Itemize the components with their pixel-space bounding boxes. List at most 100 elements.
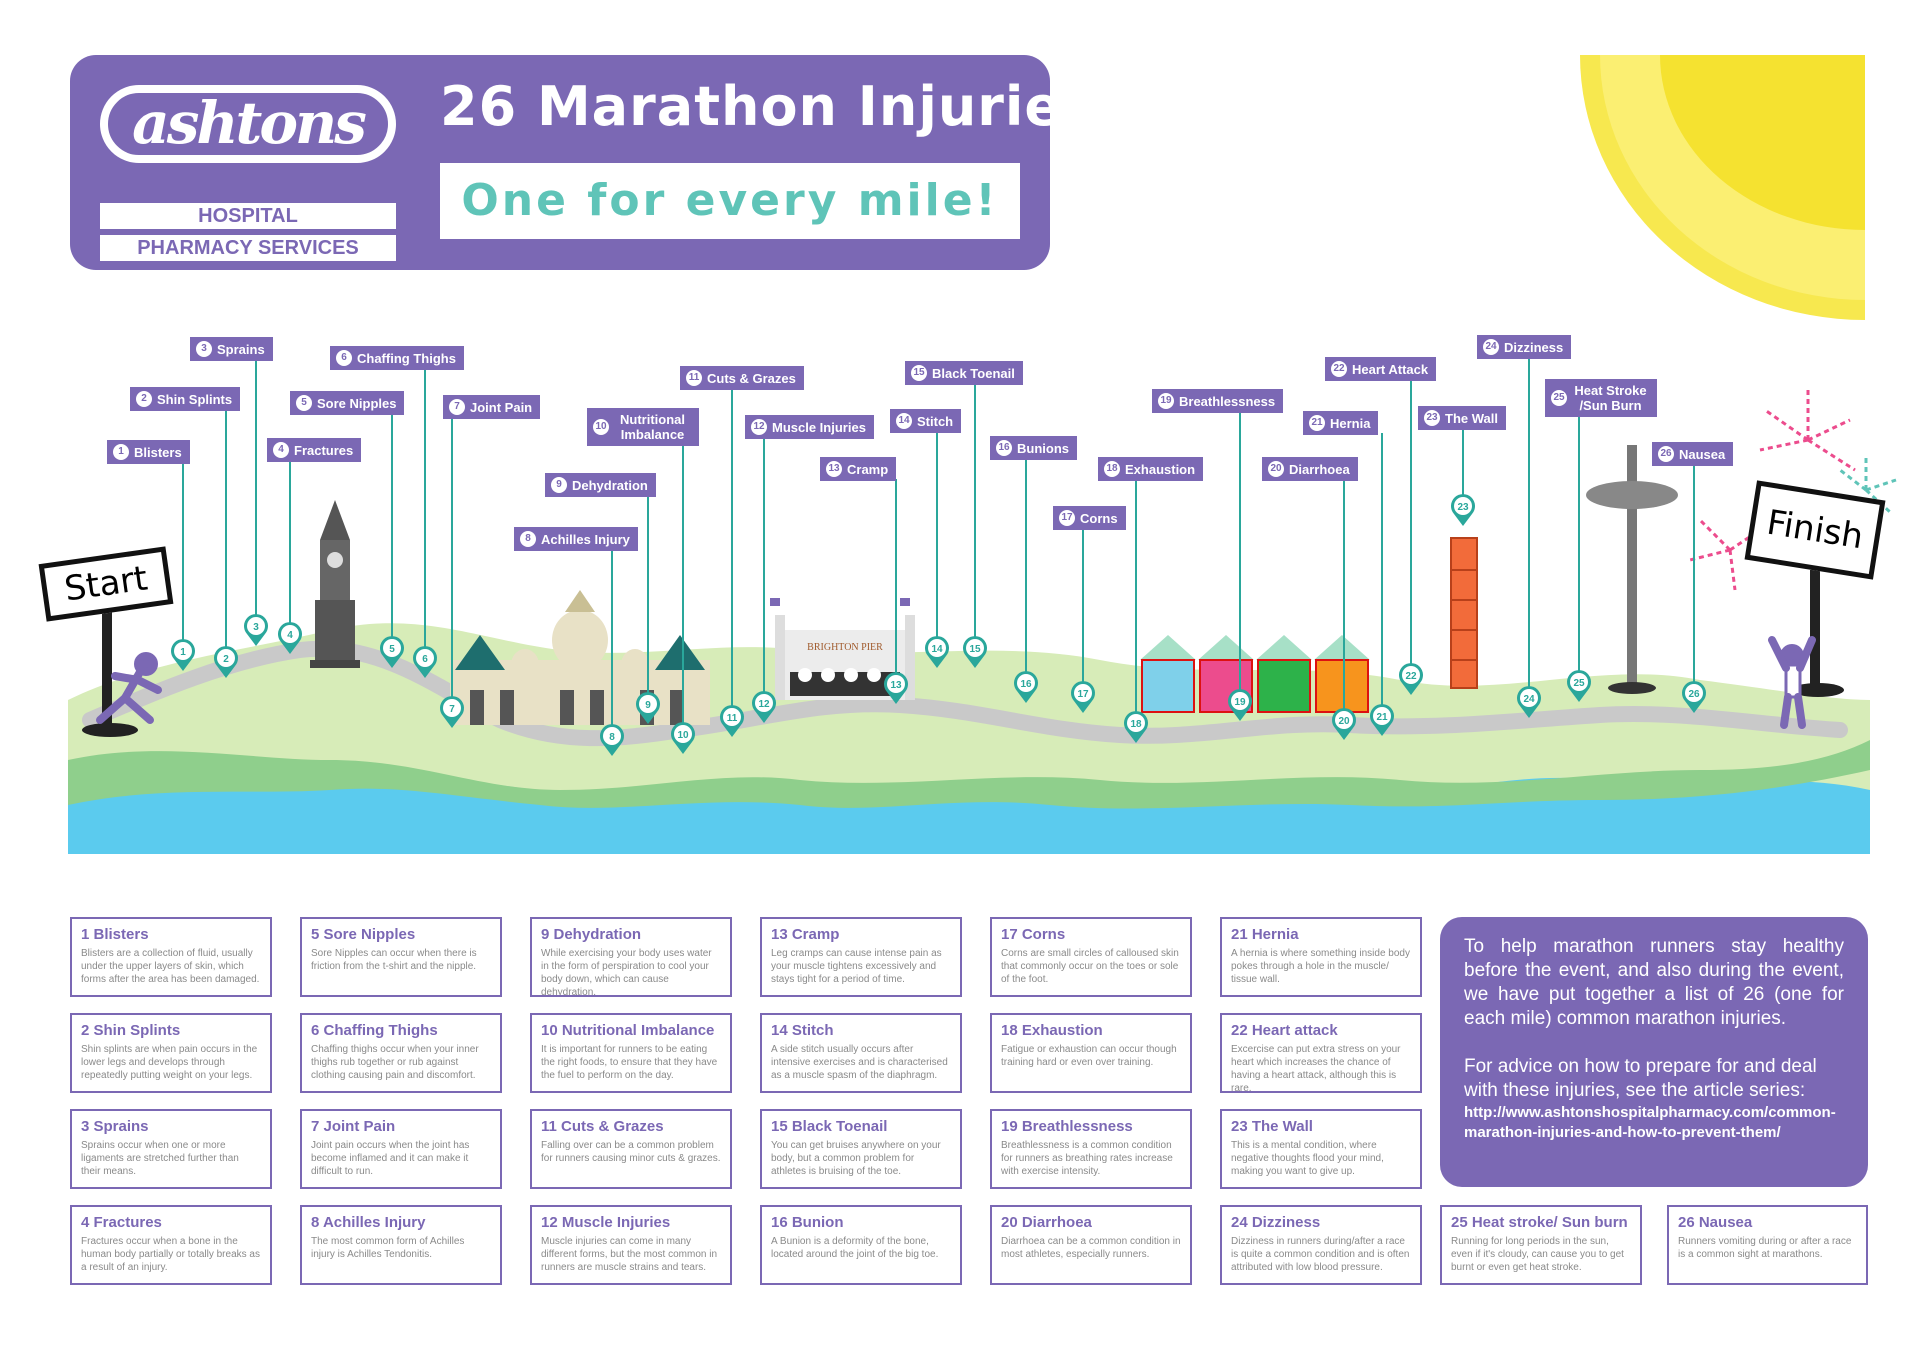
route-label-number: 18 xyxy=(1104,461,1120,477)
injury-card-title: 2 Shin Splints xyxy=(81,1022,181,1039)
mile-marker-11: 11 xyxy=(719,705,745,737)
route-label-text: Heart Attack xyxy=(1352,361,1429,377)
runner-start-icon xyxy=(96,652,162,724)
injury-card-description: Excercise can put extra stress on your h… xyxy=(1231,1044,1401,1093)
mile-marker-7: 7 xyxy=(439,696,464,728)
mile-marker-number: 15 xyxy=(969,644,981,655)
wall-tower-icon xyxy=(1450,537,1478,689)
route-label-number: 12 xyxy=(751,419,767,435)
mile-marker-1: 1 xyxy=(171,639,195,671)
route-label-number: 1 xyxy=(113,444,129,460)
mile-marker-number: 5 xyxy=(389,644,395,655)
map-pin-center xyxy=(443,699,461,717)
mile-marker-number: 2 xyxy=(223,654,229,665)
route-label-number: 15 xyxy=(911,365,927,381)
map-pin-center xyxy=(174,642,192,660)
map-pin-center xyxy=(887,675,905,693)
route-label-number: 5 xyxy=(296,395,312,411)
mile-marker-number: 10 xyxy=(677,730,689,741)
injury-card-title: 23 The Wall xyxy=(1231,1118,1313,1135)
injury-card-title: 20 Diarrhoea xyxy=(1001,1214,1092,1231)
injury-card-title: 5 Sore Nipples xyxy=(311,926,416,943)
mile-marker-25: 25 xyxy=(1567,670,1592,702)
mile-marker-18: 18 xyxy=(1124,711,1149,743)
mile-marker-number: 8 xyxy=(609,732,615,743)
injury-card-title: 8 Achilles Injury xyxy=(311,1214,426,1231)
mile-marker-number: 12 xyxy=(758,699,770,710)
injury-card-title: 3 Sprains xyxy=(81,1118,149,1135)
mile-marker-15: 15 xyxy=(962,636,987,668)
injury-card-description: A side stitch usually occurs after inten… xyxy=(771,1044,948,1081)
mile-marker-13: 13 xyxy=(884,672,909,704)
route-label-number: 2 xyxy=(136,391,152,407)
route-label-number: 3 xyxy=(196,341,212,357)
map-pin-center xyxy=(1373,707,1391,725)
injury-card-description: Corns are small circles of calloused ski… xyxy=(1001,948,1179,985)
injury-card-title: 12 Muscle Injuries xyxy=(541,1214,671,1231)
injury-card-description: Shin splints are when pain occurs in the… xyxy=(81,1044,258,1081)
map-pin-center xyxy=(281,625,299,643)
mile-marker-24: 24 xyxy=(1517,686,1542,718)
grass-band xyxy=(68,740,1870,809)
injury-card-description: Chaffing thighs occur when your inner th… xyxy=(311,1044,479,1081)
info-advice: For advice on how to prepare for and dea… xyxy=(1464,1056,1817,1101)
route-label-text: The Wall xyxy=(1445,410,1498,426)
pier-sign: BRIGHTON PIER xyxy=(807,642,883,653)
map-pin-center xyxy=(755,694,773,712)
injury-card-description: You can get bruises anywhere on your bod… xyxy=(771,1140,941,1177)
mile-marker-number: 24 xyxy=(1523,694,1535,705)
mile-marker-number: 19 xyxy=(1234,697,1246,708)
map-pin-center xyxy=(1520,689,1538,707)
map-pin-center xyxy=(1570,673,1588,691)
injury-card-title: 17 Corns xyxy=(1001,926,1066,943)
route-label-number: 8 xyxy=(520,531,536,547)
injury-card-title: 9 Dehydration xyxy=(541,926,642,943)
injury-card-title: 16 Bunion xyxy=(771,1214,844,1231)
mile-marker-number: 11 xyxy=(727,713,738,724)
mile-marker-14: 14 xyxy=(925,636,950,668)
route-label-text: Corns xyxy=(1080,510,1118,526)
article-link[interactable]: http://www.ashtonshospitalpharmacy.com/c… xyxy=(1464,1104,1836,1141)
route-label-number: 19 xyxy=(1158,393,1174,409)
injury-card-description: Fractures occur when a bone in the human… xyxy=(81,1236,260,1273)
map-pin-center xyxy=(1402,666,1420,684)
clock-tower-icon xyxy=(310,500,360,668)
map-pin-center xyxy=(674,725,692,743)
mile-marker-16: 16 xyxy=(1013,671,1038,703)
route-label-number: 14 xyxy=(896,413,912,429)
road xyxy=(82,640,1848,747)
mile-marker-23: 23 xyxy=(1451,494,1476,526)
injury-card-title: 10 Nutritional Imbalance xyxy=(541,1022,715,1039)
mile-marker-20: 20 xyxy=(1332,708,1356,740)
mile-marker-22: 22 xyxy=(1399,663,1423,695)
mile-marker-3: 3 xyxy=(243,614,268,646)
mile-marker-number: 22 xyxy=(1405,671,1417,682)
mile-marker-number: 9 xyxy=(645,700,651,711)
route-label-text: Hernia xyxy=(1330,415,1371,431)
injury-card-title: 21 Hernia xyxy=(1231,926,1299,943)
mile-marker-number: 1 xyxy=(180,647,186,658)
injury-card-description: Dizziness in runners during/after a race… xyxy=(1231,1236,1410,1273)
injury-card-title: 24 Dizziness xyxy=(1231,1214,1321,1231)
injury-card-description: The most common form of Achilles injury … xyxy=(311,1236,465,1260)
map-pin-center xyxy=(966,639,984,657)
map-pin-center xyxy=(603,727,621,745)
